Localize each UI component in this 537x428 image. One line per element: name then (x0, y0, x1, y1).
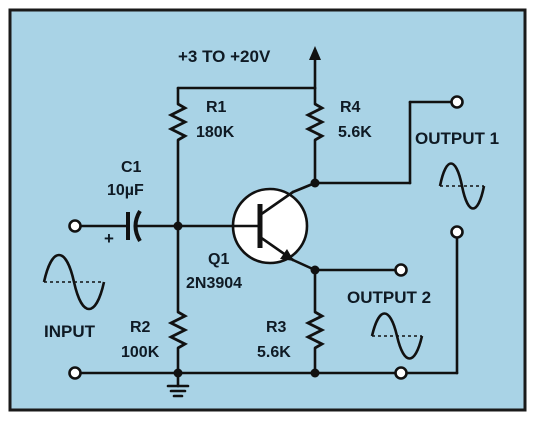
transistor-q1 (176, 181, 317, 272)
c1-polarity-label: + (104, 229, 114, 248)
input-terminal-signal[interactable] (68, 219, 82, 233)
resistor-r1 (167, 86, 189, 228)
r4-ref-label: R4 (340, 99, 361, 116)
r1-value-label: 180K (196, 124, 235, 141)
r3-ref-label: R3 (266, 319, 287, 336)
c1-ref-label: C1 (121, 159, 142, 176)
r3-value-label: 5.6K (257, 344, 291, 361)
output1-waveform-icon (438, 162, 486, 210)
resistor-r4 (304, 86, 326, 185)
r1-ref-label: R1 (206, 99, 227, 116)
supply-voltage-label: +3 TO +20V (178, 47, 271, 66)
q1-ref-label: Q1 (208, 251, 229, 268)
ground-icon (166, 371, 190, 398)
r2-ref-label: R2 (130, 319, 151, 336)
r4-value-label: 5.6K (338, 124, 372, 141)
output1-label: OUTPUT 1 (415, 129, 499, 148)
input-waveform-icon (42, 253, 106, 311)
output2-label: OUTPUT 2 (347, 288, 431, 307)
capacitor-c1 (78, 209, 183, 243)
output1-terminal-ground[interactable] (450, 225, 464, 239)
input-label: INPUT (44, 322, 96, 341)
c1-value-label: 10µF (107, 182, 144, 199)
q1-part-label: 2N3904 (186, 275, 242, 292)
output1-terminal[interactable] (450, 95, 464, 109)
output2-waveform-icon (370, 312, 424, 360)
supply-rail (176, 46, 321, 90)
r2-value-label: 100K (121, 344, 160, 361)
output2-terminal[interactable] (394, 263, 408, 277)
input-terminal-ground[interactable] (68, 366, 82, 380)
output2-terminal-ground[interactable] (394, 366, 408, 380)
